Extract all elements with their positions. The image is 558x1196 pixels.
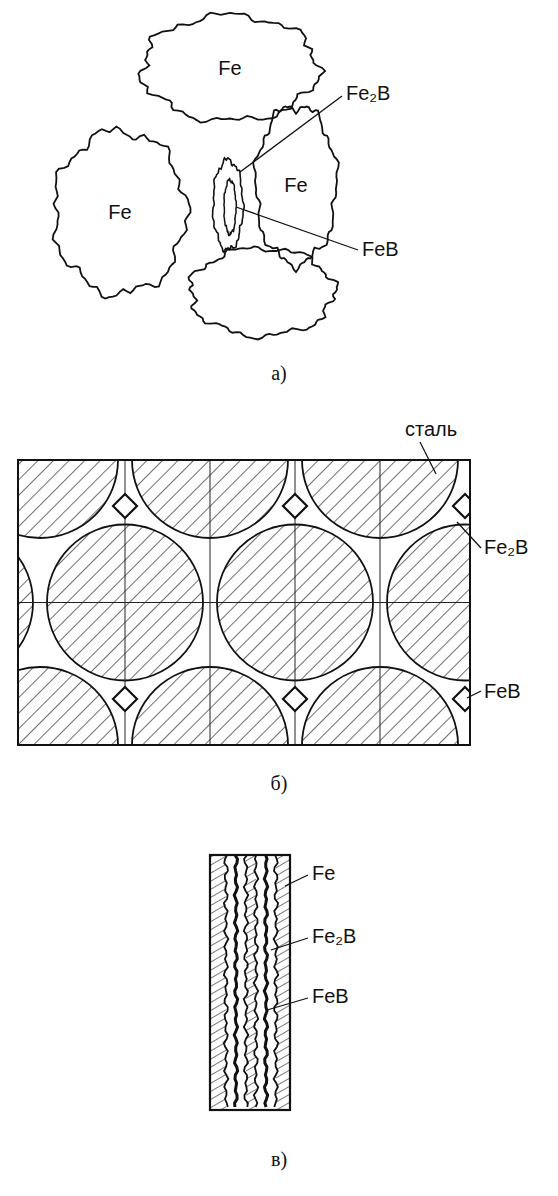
leader-line [236,207,358,250]
layer-boundary [274,855,279,1107]
iron-grain: Fe [130,8,330,128]
phase-label: Fe [312,862,335,884]
leader-line [420,442,436,474]
section-frame [18,460,470,745]
leader-lines [236,96,481,1010]
boride-crystal [283,494,307,518]
layered-structure [210,855,290,1110]
boride-crystal [283,687,307,711]
phase-label: Fe₂B [484,536,528,558]
composite-structure [18,460,470,745]
grain-outline [53,127,191,299]
leader-line [285,875,308,886]
grain-outline [253,106,339,272]
steel-particle [18,460,118,538]
section-frame [210,855,290,1110]
steel-particle [18,667,118,745]
layer-boundary [224,855,229,1107]
iron-grain: Fe [250,95,342,275]
figure-caption: а) [271,362,287,384]
grid-line [18,602,470,603]
boride-crystal [453,687,470,711]
boride-inclusion [213,158,245,252]
phase-label: сталь [405,418,457,440]
phase-label: Fe [108,201,131,224]
leader-line [457,522,481,548]
phase-label: Fe₂B [312,925,356,947]
phase-label: FeB [362,238,399,260]
phase-label: Fe [284,174,307,197]
phase-label: FeB [484,680,521,702]
boride-core [224,179,236,236]
boride-crystal [113,687,137,711]
iron-grain: Fe [45,120,195,305]
boride-line [234,855,237,1107]
boride-crystal [453,494,470,518]
leader-line [467,691,481,698]
boride-line [264,855,267,1107]
grain-outline [138,13,325,123]
phase-label: Fe [218,57,241,80]
phase-label: FeB [312,985,349,1007]
boride-crystal [113,494,137,518]
leader-line [267,998,308,1010]
figure-caption: в) [271,1148,287,1170]
layer-boundary [254,855,259,1107]
figure-caption: б) [271,772,288,794]
grain-outline [188,246,338,339]
layer-boundary [244,855,249,1107]
phase-label: Fe₂B [346,82,390,104]
leader-line [271,938,308,950]
